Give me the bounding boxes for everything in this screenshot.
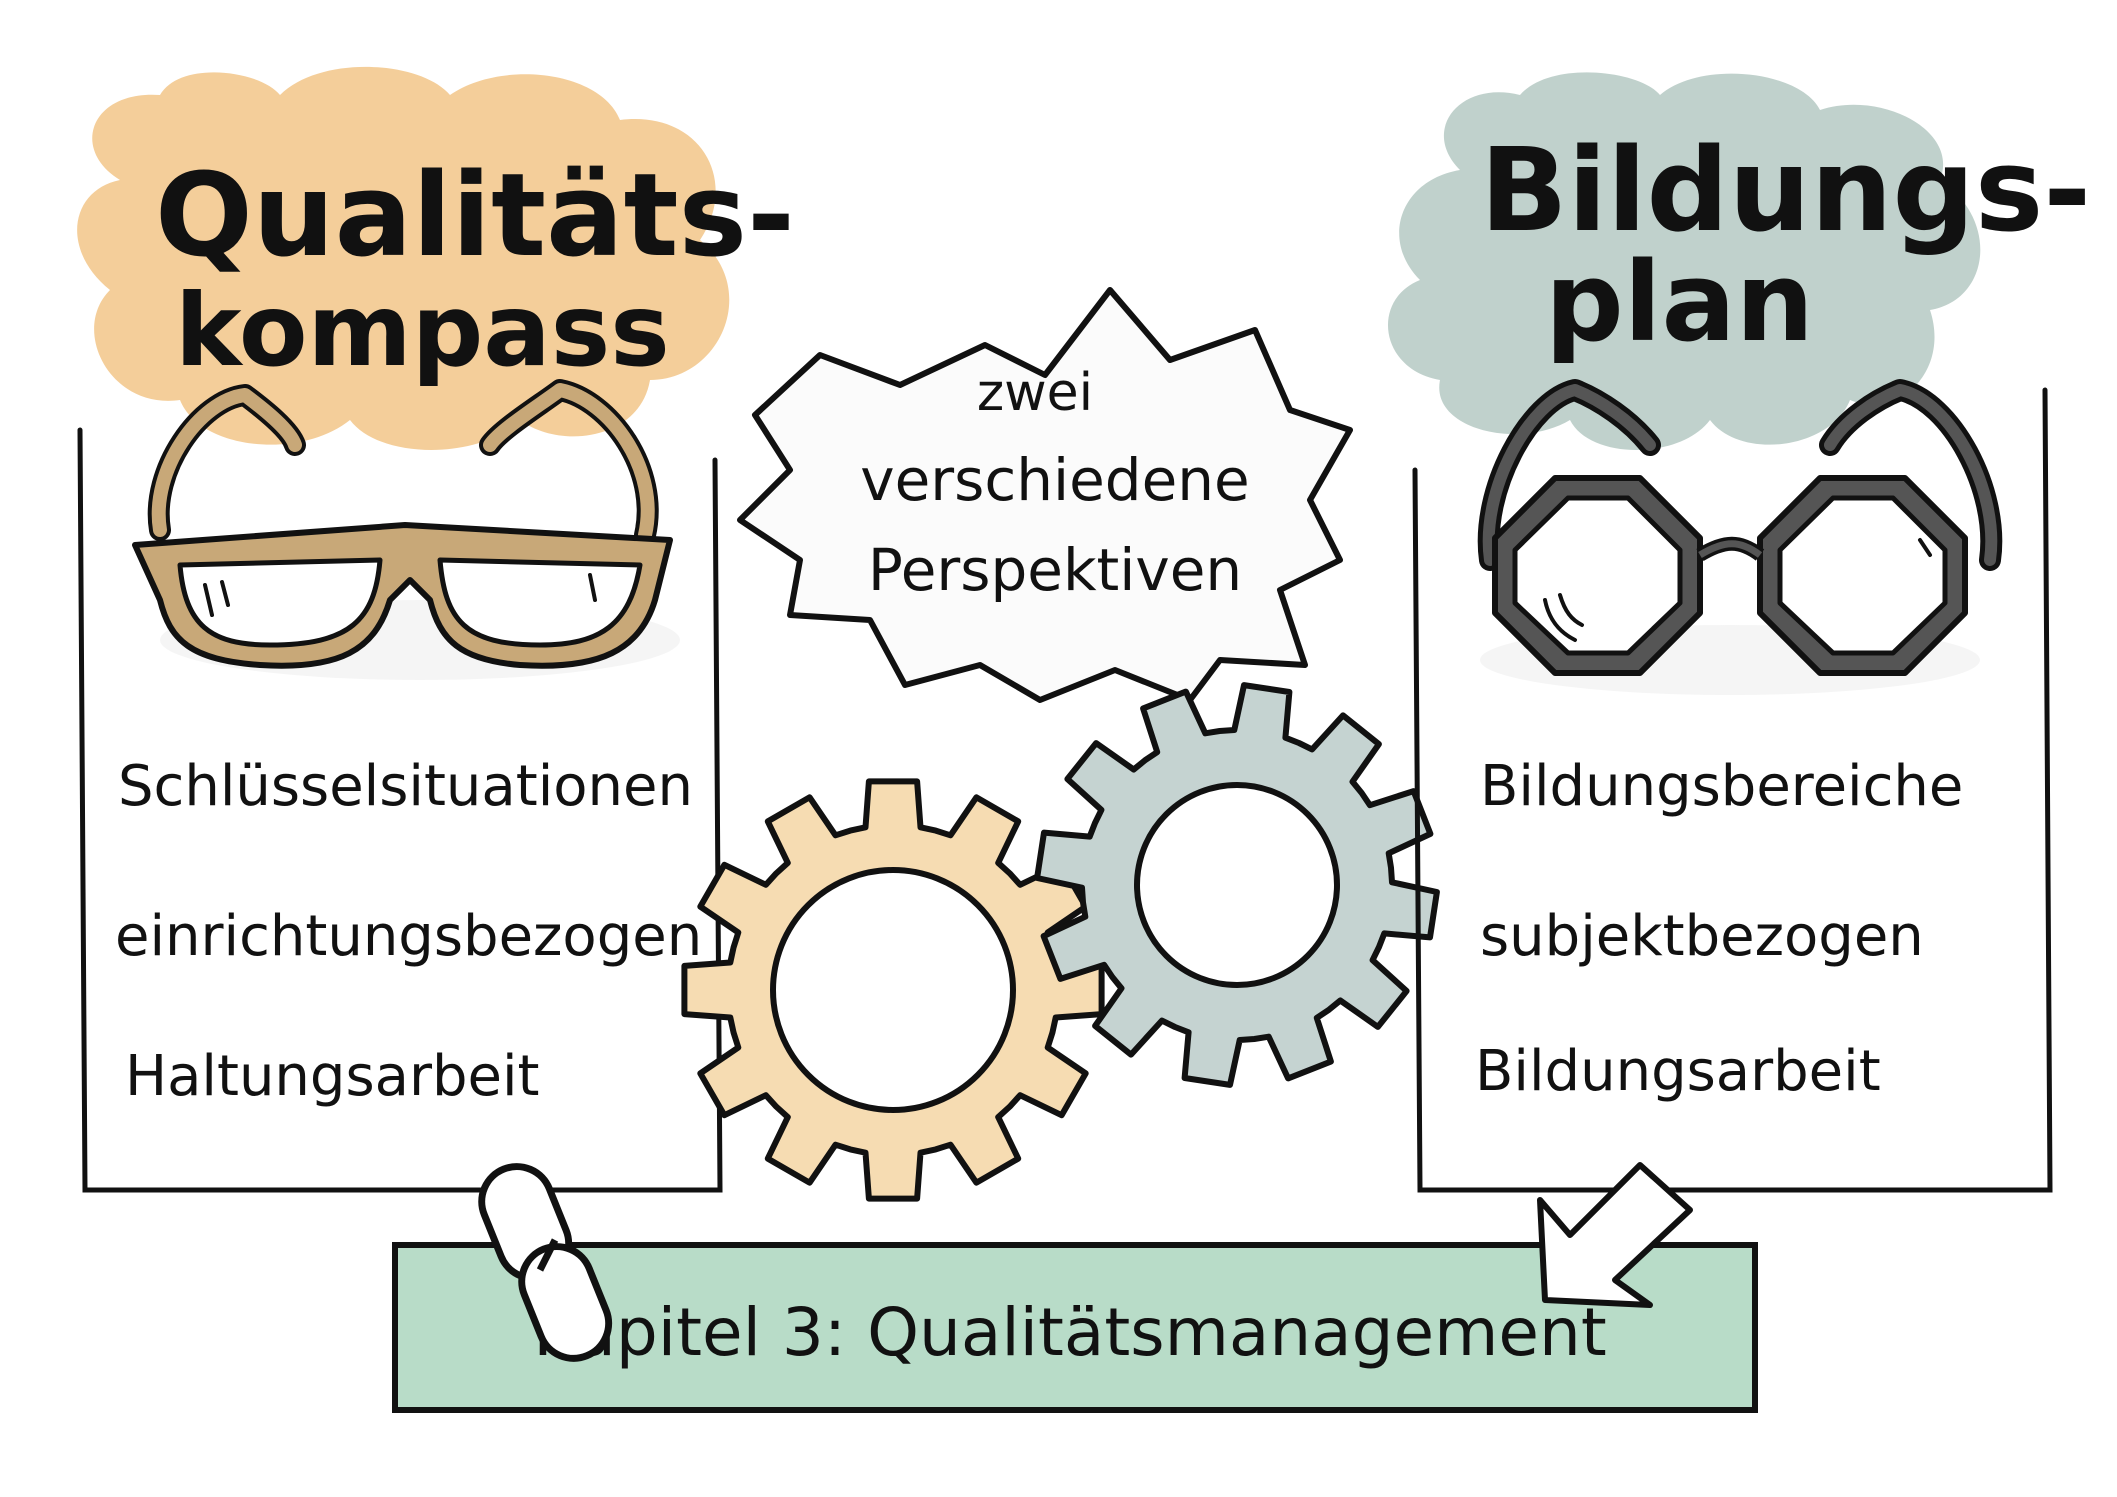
right-item-1: Bildungsbereiche <box>1480 754 1963 819</box>
right-title-line2: plan <box>1545 238 1814 366</box>
left-title-cloud <box>77 66 730 451</box>
right-panel: Bildungs- plan Bildungsbereiche subjektb… <box>1387 72 2091 1193</box>
left-title-line1: Qualitäts- <box>155 149 795 283</box>
glasses-icon <box>1477 379 2003 695</box>
burst-line2: verschiedene <box>860 446 1249 514</box>
footer-box <box>392 1242 1758 1413</box>
left-panel-border <box>77 427 723 1193</box>
left-item-3: Haltungsarbeit <box>125 1044 540 1109</box>
footer-banner: Kapitel 3: Qualitätsmanagement <box>392 1242 1758 1413</box>
glasses-icon <box>132 379 680 680</box>
burst-line1: zwei <box>977 363 1093 423</box>
left-panel: Qualitäts- kompass Schlüsselsituationen … <box>77 66 795 1193</box>
right-item-2: subjektbezogen <box>1480 904 1924 969</box>
right-item-3: Bildungsarbeit <box>1475 1039 1881 1104</box>
right-title-cloud <box>1387 72 1981 450</box>
arrow-down-left-icon <box>1537 1162 1693 1308</box>
gear-icon <box>1034 682 1440 1088</box>
chain-link-icon <box>478 1163 613 1362</box>
center-burst: zwei verschiedene Perspektiven <box>737 287 1353 703</box>
right-panel-border <box>1412 387 2053 1193</box>
burst-line3: Perspektiven <box>868 536 1242 604</box>
left-item-1: Schlüsselsituationen <box>118 754 693 819</box>
burst-shape <box>737 287 1353 703</box>
left-title-line2: kompass <box>175 272 670 389</box>
gear-icon <box>681 778 1105 1202</box>
right-title-line1: Bildungs- <box>1480 124 2091 258</box>
footer-label: Kapitel 3: Qualitätsmanagement <box>533 1294 1606 1371</box>
left-item-2: einrichtungsbezogen <box>115 904 702 969</box>
